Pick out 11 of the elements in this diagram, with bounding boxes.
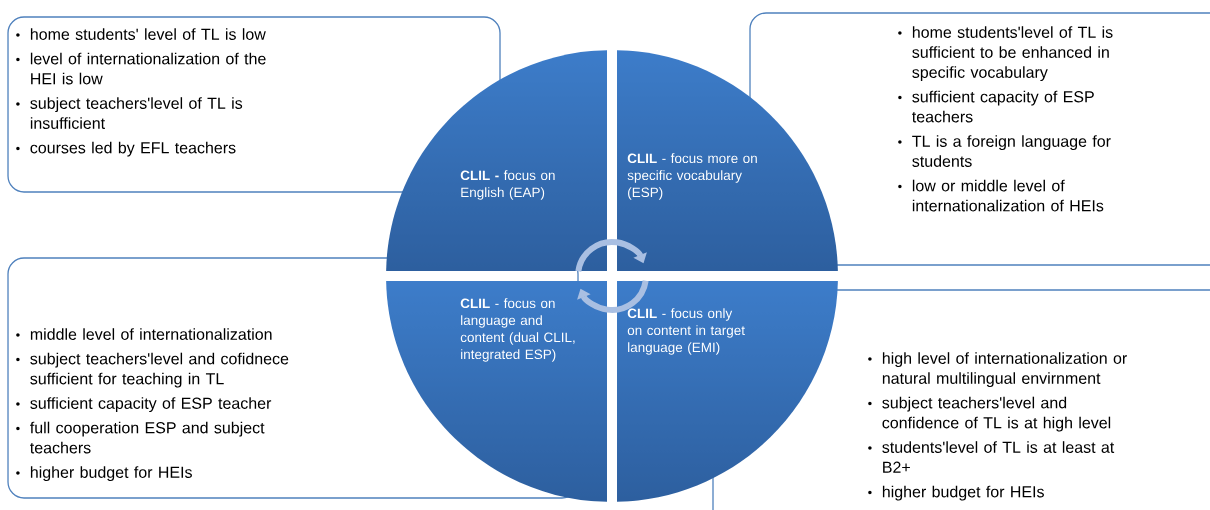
quadrant-label: CLIL - focus on English (EAP) [460,170,555,200]
quadrant-label: CLIL - focus only on content in target language (EMI) [627,308,745,355]
bullet-item: low or middle level of internationalization of HEIs [912,179,1104,212]
bullet-item: middle level of internationalization [30,328,272,340]
bullet-item: higher budget for HEIs [882,485,1044,501]
quadrant-label: CLIL - focus more on specific vocabulary (ESP) [627,153,757,200]
bullet-item: sufficient capacity of ESP teacher [30,397,272,413]
bullet-item: sufficient capacity of ESP teachers [912,90,1094,123]
bullet-item: home students' level of TL is low [30,28,266,40]
bullet-item: higher budget for HEIs [30,466,192,482]
bullet-item: courses led by EFL teachers [30,141,236,157]
